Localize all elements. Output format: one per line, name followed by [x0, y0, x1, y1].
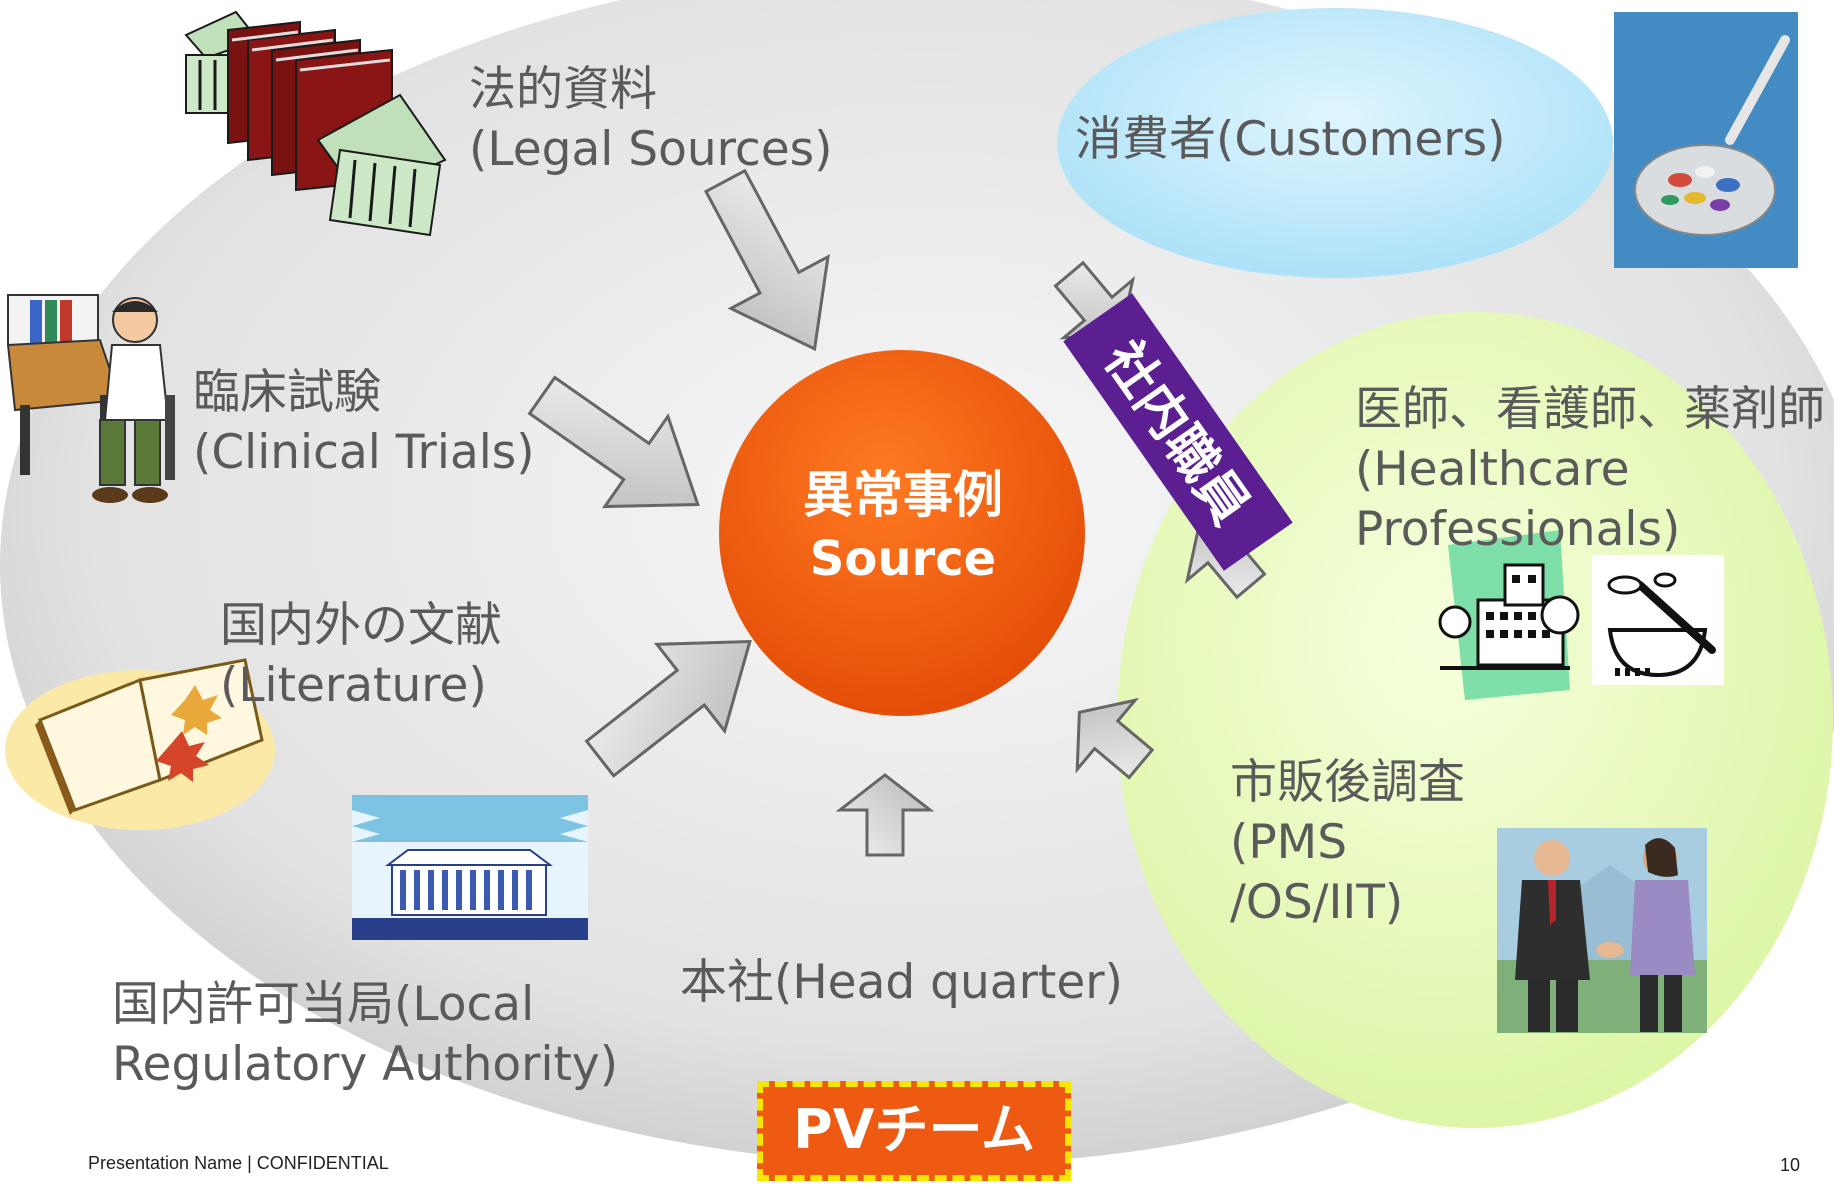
source-center-en: Source: [809, 531, 997, 587]
handshake-icon: [1497, 828, 1707, 1033]
building-icon-2: [316, 93, 447, 237]
source-center-jp: 異常事例: [803, 466, 1003, 524]
customers-text: 消費者(Customers): [1075, 112, 1506, 167]
healthcare-line3: Professionals): [1355, 502, 1681, 558]
healthcare-line1: 医師、看護師、薬剤師: [1355, 382, 1825, 437]
arrow-from-headquarter: [835, 773, 935, 857]
arrow-from-clinical: [527, 375, 700, 509]
literature-jp: 国内外の文献: [220, 598, 502, 653]
pms-line3: /OS/IIT): [1230, 875, 1404, 931]
healthcare-line2: (Healthcare: [1355, 442, 1630, 498]
source-center-circle: [719, 350, 1085, 716]
literature-label: 国内外の文献 (Literature): [220, 596, 502, 716]
literature-en: (Literature): [220, 658, 487, 714]
headquarter-label: 本社(Head quarter): [680, 953, 1123, 1013]
clinical-trials-jp: 臨床試験: [193, 365, 381, 420]
customers-label: 消費者(Customers): [1075, 110, 1505, 170]
legal-sources-label: 法的資料 (Legal Sources): [469, 60, 833, 180]
mortar-pestle-icon: [1592, 555, 1724, 685]
regulatory-authority-label: 国内許可当局(Local Regulatory Authority): [112, 975, 618, 1095]
clinical-trials-label: 臨床試験 (Clinical Trials): [193, 363, 535, 483]
arrow-from-literature: [584, 639, 752, 778]
pv-team-box: PVチーム: [757, 1081, 1071, 1181]
regulatory-authority-line2: Regulatory Authority): [112, 1037, 619, 1093]
hospital-icon: [1438, 530, 1580, 700]
source-center-label: 異常事例 Source: [723, 462, 1083, 590]
arrow-from-legal: [703, 168, 830, 352]
footer-confidential: Presentation Name | CONFIDENTIAL: [88, 1153, 389, 1173]
healthcare-label: 医師、看護師、薬剤師 (Healthcare Professionals): [1355, 380, 1825, 560]
clinical-trials-en: (Clinical Trials): [193, 425, 535, 481]
pms-label: 市販後調査 (PMS /OS/IIT): [1230, 753, 1465, 933]
pms-line1: 市販後調査: [1230, 755, 1465, 810]
legal-sources-en: (Legal Sources): [469, 122, 833, 178]
pills-spoon-icon: [1614, 12, 1798, 268]
arrow-from-pms: [1075, 697, 1155, 780]
page-number: 10: [1780, 1155, 1801, 1175]
open-book-icon: [5, 658, 275, 830]
legal-sources-jp: 法的資料: [469, 62, 657, 117]
headquarter-text: 本社(Head quarter): [680, 955, 1123, 1010]
regulatory-authority-line1: 国内許可当局(Local: [112, 977, 535, 1032]
customers-ellipse: [1057, 8, 1613, 278]
government-building-icon: [352, 795, 588, 940]
pms-line2: (PMS: [1230, 815, 1348, 871]
doctor-icon: [6, 294, 175, 503]
